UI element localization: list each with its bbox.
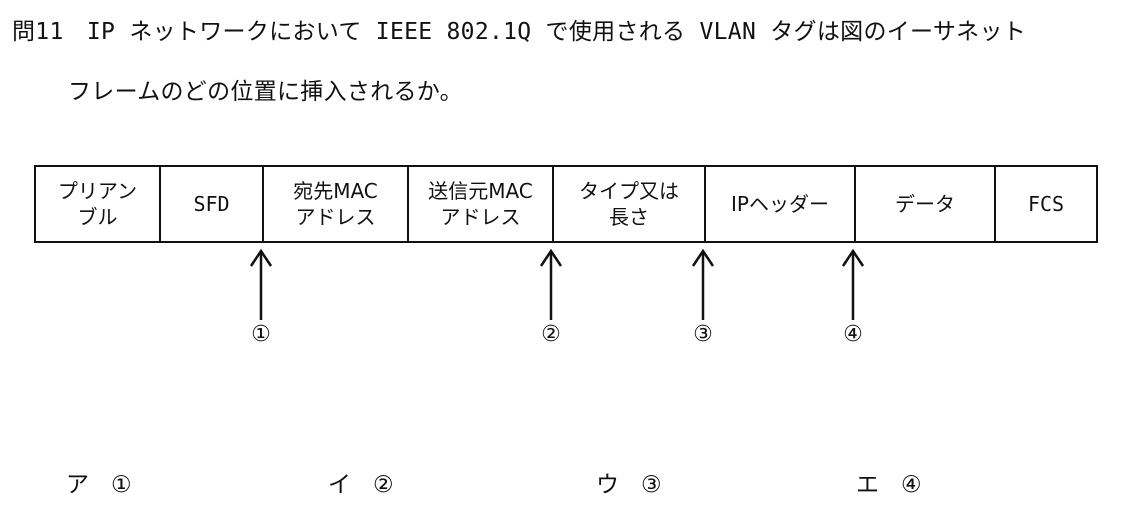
question-text-line1: 問11 IP ネットワークにおいて IEEE 802.1Q で使用される VLA… [12,19,1027,45]
arrow-up-icon [691,248,715,320]
choice-letter: ア [66,472,89,498]
field-src-mac: 送信元MAC アドレス [409,167,554,241]
field-preamble: プリアン ブル [36,167,161,241]
arrow-up-icon [249,248,273,320]
choice-letter: エ [856,472,879,498]
choice-letter: イ [328,472,351,498]
choice-value: ② [373,472,394,498]
position-marker-4: ④ [843,322,863,347]
field-ip-header: IPヘッダー [706,167,856,241]
field-type-length: タイプ又は 長さ [554,167,706,241]
position-marker-3: ③ [693,322,713,347]
field-fcs: FCS [1027,192,1065,216]
position-marker-2: ② [541,322,561,347]
arrow-up-icon [841,248,865,320]
field-sfd: SFD [161,167,264,241]
arrow-up-icon [539,248,563,320]
field-dest-mac: 宛先MAC アドレス [264,167,409,241]
field-data: データ [856,167,996,241]
choice-value: ① [111,472,132,498]
choice-value: ③ [641,472,662,498]
question-text-line2: フレームのどの位置に挿入されるか。 [68,79,463,105]
position-marker-1: ① [251,322,271,347]
choice-value: ④ [901,472,922,498]
choice-letter: ウ [596,472,619,498]
ethernet-frame-diagram: プリアン ブル SFD 宛先MAC アドレス 送信元MAC アドレス タイプ又は… [34,165,1098,243]
